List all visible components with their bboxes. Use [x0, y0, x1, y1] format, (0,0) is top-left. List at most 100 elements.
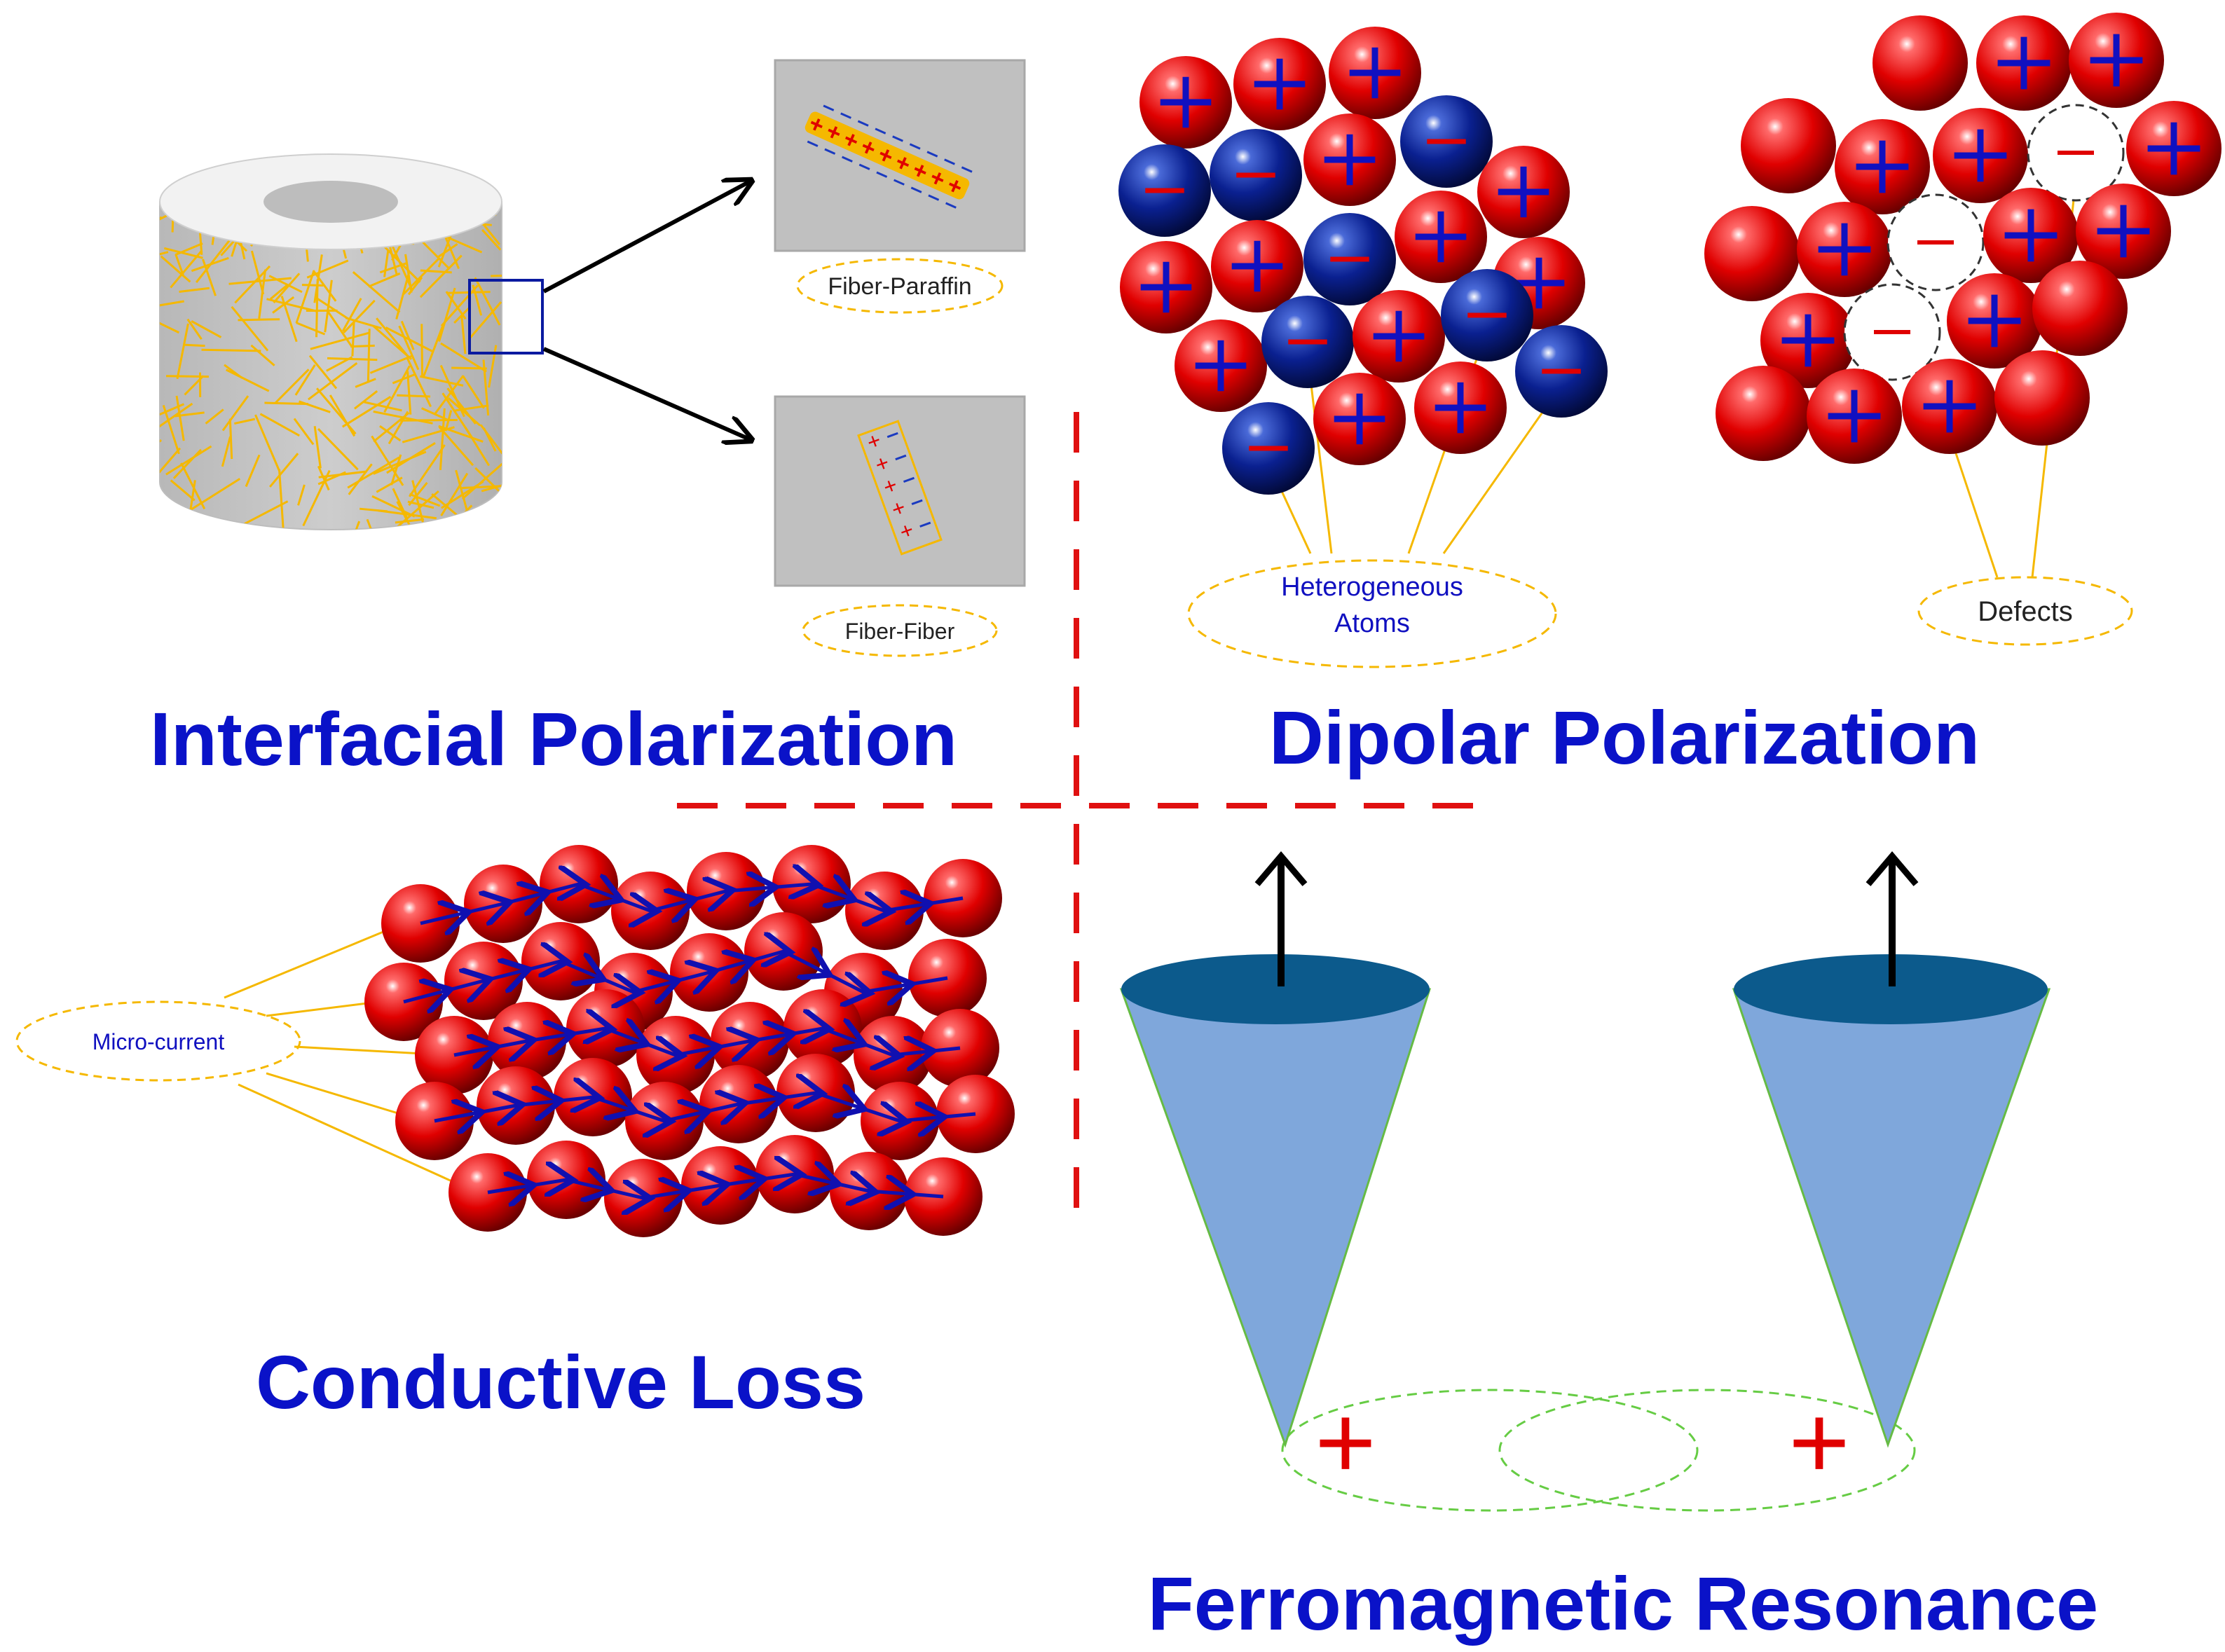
fiber-segment: [234, 418, 256, 425]
dipolar-polarization-title: Dipolar Polarization: [1269, 695, 1980, 780]
fiber-segment: [378, 509, 437, 520]
fiber-segment: [388, 411, 409, 445]
fiber-segment: [250, 344, 275, 366]
minus-charge: [875, 128, 886, 135]
minus-charge: [857, 120, 869, 127]
fiber-segment: [354, 390, 378, 410]
fiber-segment: [441, 392, 474, 441]
fiber-segment: [180, 462, 206, 509]
pointer-line: [266, 998, 380, 1017]
current-path: [420, 884, 964, 923]
fiber-segment: [434, 375, 465, 415]
fiber-segment: [440, 472, 469, 516]
fiber-segment: [162, 404, 180, 455]
fiber-segment: [395, 518, 425, 524]
fiber-segment: [183, 343, 205, 347]
positive-atom: [1175, 319, 1267, 412]
fiber-segment: [402, 257, 441, 295]
fiber-segment: [308, 355, 338, 390]
pointer-line: [238, 1083, 478, 1194]
fiber-segment: [398, 325, 420, 371]
fiber-segment: [383, 365, 411, 413]
fiber-segment: [379, 425, 402, 442]
precession-orbit-left: [1281, 1389, 1699, 1512]
orbit-plus-right: +: [1788, 1383, 1850, 1501]
fiber-segment: [264, 401, 309, 406]
fiber-segment: [420, 375, 464, 387]
fiber-segment: [160, 216, 163, 231]
minus-charge: [858, 163, 870, 170]
fiber-segment: [350, 521, 361, 530]
fiber-segment: [438, 425, 484, 443]
fiber-segment: [366, 518, 378, 530]
fiber-segment: [379, 262, 407, 274]
minus-charge: [824, 148, 836, 155]
fiber-segment: [355, 378, 376, 388]
neutral-atom: [1741, 98, 1836, 193]
fiber-segment: [224, 364, 243, 379]
fiber-segment: [411, 480, 425, 526]
pointer-line: [1947, 433, 1999, 578]
fiber-segment: [250, 250, 265, 295]
negative-atom: [1515, 325, 1608, 418]
fiber-segment: [273, 273, 301, 304]
zoom-arrow-lower: [542, 347, 751, 440]
positive-atom: [1835, 119, 1930, 214]
fiber-segment: [345, 317, 382, 329]
fiber-segment: [160, 300, 184, 310]
fiber-segment: [420, 324, 424, 376]
minus-charge: [944, 158, 955, 165]
fiber-segment: [406, 356, 432, 408]
fiber-segment: [469, 301, 502, 339]
fiber-segment: [462, 375, 485, 409]
fiber-segment: [310, 331, 371, 350]
neutral-atom: [2032, 261, 2128, 356]
negative-atom: [1118, 144, 1211, 237]
conductive-section: Micro-current Conductive Loss: [15, 845, 1015, 1424]
fiber-segment: [408, 481, 428, 507]
fiber-paraffin-label: Fiber-Paraffin: [828, 273, 971, 300]
minus-charge: [894, 179, 905, 186]
fiber-segment: [312, 270, 337, 302]
fiber-fiber-label: Fiber-Fiber: [845, 619, 955, 644]
positive-atom: [1976, 15, 2072, 111]
positive-atom: [1933, 108, 2028, 203]
fiber-segment: [317, 465, 330, 491]
fiber-segment: [440, 342, 487, 373]
fiber-segment: [479, 424, 502, 455]
fiber-segment: [205, 408, 224, 425]
minus-charge: [928, 194, 940, 201]
zoom-box: [468, 279, 544, 355]
fiber-segment: [170, 479, 196, 502]
fiber-segment: [477, 158, 524, 172]
fiber-segment: [259, 413, 300, 437]
positive-atom: [1760, 293, 1856, 388]
fiber-segment: [390, 242, 413, 291]
fiber-segment: [254, 414, 281, 472]
minus-charge: [895, 454, 907, 461]
fiber-segment: [313, 426, 322, 469]
fiber-segment: [174, 254, 184, 275]
fiber-segment: [383, 250, 390, 277]
fiber-segment: [369, 355, 413, 374]
fiber-segment: [460, 315, 467, 355]
positive-atom: [2069, 13, 2164, 108]
micro-current-label-oval: [15, 1000, 301, 1082]
fiber-segment: [258, 269, 267, 319]
defect-vacancy: [1887, 193, 1985, 291]
negative-atom: [1210, 129, 1302, 221]
minus-charge: [903, 476, 915, 483]
fiber-segment: [191, 320, 222, 338]
heterogeneous-label-line1: Heterogeneous: [1281, 572, 1463, 602]
fiber-segment: [306, 259, 349, 279]
fiber-segment: [160, 255, 191, 283]
fiber-segment: [272, 296, 295, 314]
positive-atom: [1395, 191, 1487, 283]
fiber-segment: [186, 318, 203, 340]
fiber-segment: [437, 243, 458, 259]
fiber-segment: [474, 277, 501, 326]
fiber-segment: [442, 232, 460, 269]
fiber-segment: [313, 254, 323, 303]
minus-charge: [911, 499, 923, 505]
ferromagnetic-resonance-title: Ferromagnetic Resonance: [1148, 1561, 2098, 1646]
